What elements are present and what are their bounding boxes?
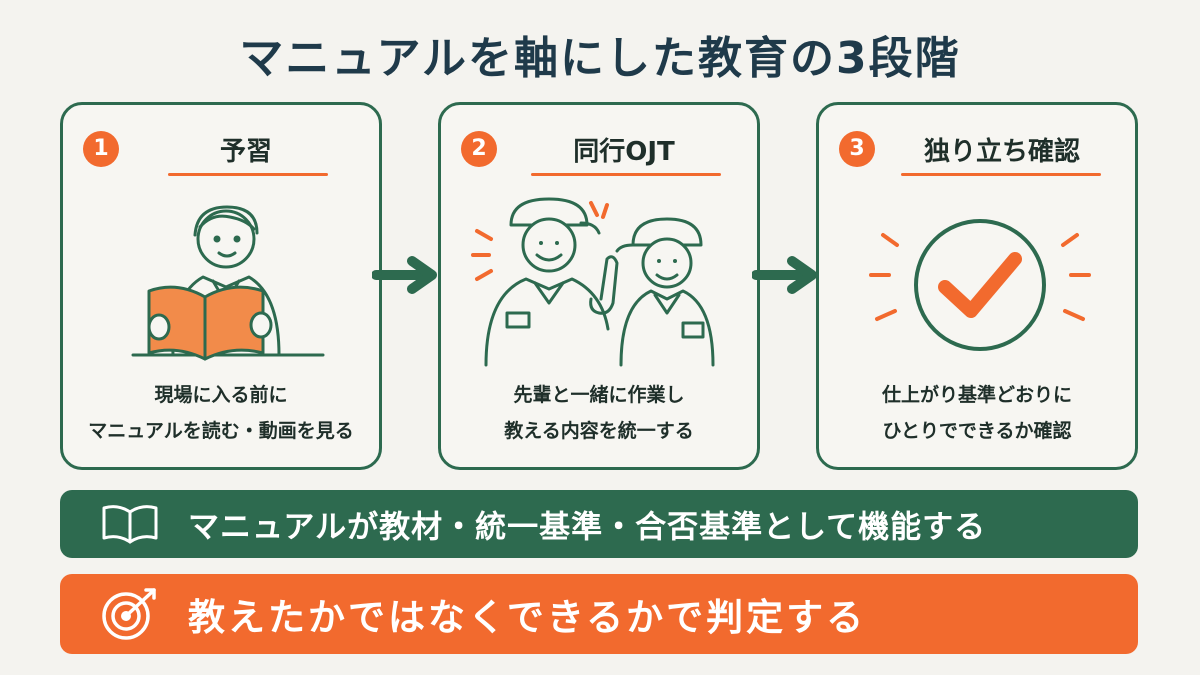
- step-title: 予習: [219, 137, 272, 167]
- title-underline: [531, 173, 721, 176]
- step-number-badge: 2: [461, 131, 497, 167]
- two-workers-illustration: [441, 195, 757, 375]
- arrow-right-icon: [752, 256, 817, 294]
- target-icon: [102, 588, 156, 640]
- step-card-independence-check: 3 独り立ち確認 仕上がり基準どおりに ひとりでできるか確認: [816, 102, 1138, 470]
- description-line: ひとりでできるか確認: [882, 420, 1072, 442]
- step-header: 3 独り立ち確認: [819, 127, 1135, 177]
- step-card-preparation: 1 予習: [60, 102, 382, 470]
- step-number-badge: 3: [839, 131, 875, 167]
- step-description: 仕上がり基準どおりに ひとりでできるか確認: [829, 377, 1125, 449]
- step-number-badge: 1: [83, 131, 119, 167]
- step-title: 同行OJT: [573, 137, 675, 167]
- description-line: 仕上がり基準どおりに: [881, 384, 1072, 406]
- step-header: 2 同行OJT: [441, 127, 757, 177]
- book-icon: [102, 505, 158, 544]
- step-description: 現場に入る前に マニュアルを読む・動画を見る: [73, 377, 369, 449]
- banner-text: 教えたかではなくできるかで判定する: [188, 596, 867, 639]
- step-header: 1 予習: [63, 127, 379, 177]
- title-underline: [901, 173, 1101, 176]
- judgement-criteria-banner: 教えたかではなくできるかで判定する: [60, 574, 1138, 654]
- page-title: マニュアルを軸にした教育の3段階: [239, 33, 961, 84]
- description-line: 先輩と一緒に作業し: [513, 384, 685, 406]
- banner-text: マニュアルが教材・統一基準・合否基準として機能する: [188, 509, 987, 546]
- step-card-ojt: 2 同行OJT: [438, 102, 760, 470]
- step-title: 独り立ち確認: [923, 137, 1080, 167]
- arrow-right-icon: [372, 256, 437, 294]
- description-line: マニュアルを読む・動画を見る: [88, 420, 354, 442]
- manual-function-banner: マニュアルが教材・統一基準・合否基準として機能する: [60, 490, 1138, 558]
- description-line: 教える内容を統一する: [504, 420, 694, 442]
- step-description: 先輩と一緒に作業し 教える内容を統一する: [451, 377, 747, 449]
- check-circle-illustration: [819, 195, 1135, 375]
- description-line: 現場に入る前に: [154, 384, 288, 406]
- title-underline: [168, 173, 328, 176]
- reading-person-illustration: [63, 195, 379, 375]
